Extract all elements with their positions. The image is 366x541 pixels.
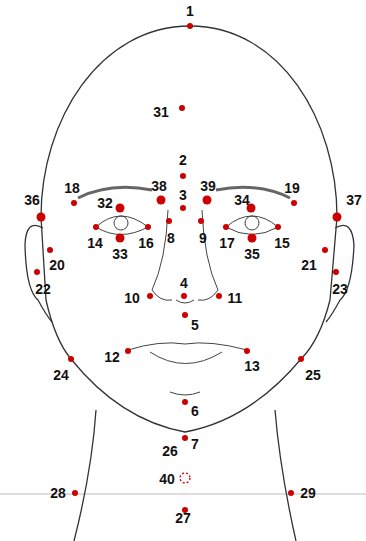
callout-number: 37 <box>346 193 362 207</box>
callout-number: 27 <box>175 511 191 525</box>
callout-number: 11 <box>228 291 243 305</box>
callout-number: 25 <box>305 368 321 382</box>
callout-number: 1 <box>186 4 194 18</box>
callout-number: 20 <box>49 258 65 272</box>
callout-number: 23 <box>332 282 348 296</box>
hidden-landmark <box>180 473 190 483</box>
callout-number: 4 <box>180 276 188 290</box>
callout-number: 16 <box>138 236 154 250</box>
callout-number: 32 <box>97 196 113 210</box>
callout-number: 15 <box>274 236 290 250</box>
callout-number: 8 <box>167 231 175 245</box>
callout-number: 34 <box>234 193 250 207</box>
callout-number: 7 <box>191 437 199 451</box>
callout-number: 14 <box>87 236 103 250</box>
callout-number: 6 <box>191 404 199 418</box>
callout-number: 9 <box>199 231 207 245</box>
callout-number: 36 <box>24 193 40 207</box>
callout-number: 26 <box>162 444 178 458</box>
callout-number: 18 <box>64 181 80 195</box>
callout-number: 29 <box>300 486 316 500</box>
facial-features <box>78 187 290 395</box>
callout-number: 19 <box>284 181 300 195</box>
callout-number: 3 <box>179 188 187 202</box>
callout-number: 17 <box>219 236 235 250</box>
callout-number: 38 <box>151 179 167 193</box>
callout-number: 21 <box>301 258 317 272</box>
callout-number: 24 <box>53 368 69 382</box>
callout-number: 22 <box>35 282 51 296</box>
callout-number: 2 <box>179 153 187 167</box>
callout-number: 40 <box>159 472 175 486</box>
face-outline <box>25 26 354 541</box>
callout-number: 28 <box>50 486 66 500</box>
callout-number: 31 <box>153 105 169 119</box>
callout-number: 10 <box>124 291 140 305</box>
callout-number: 13 <box>244 359 260 373</box>
callout-number: 12 <box>104 350 120 364</box>
callout-number: 33 <box>112 247 128 261</box>
callout-number: 39 <box>200 179 216 193</box>
landmark-dots <box>34 23 342 513</box>
callout-number: 5 <box>191 318 199 332</box>
callout-number: 35 <box>244 247 260 261</box>
